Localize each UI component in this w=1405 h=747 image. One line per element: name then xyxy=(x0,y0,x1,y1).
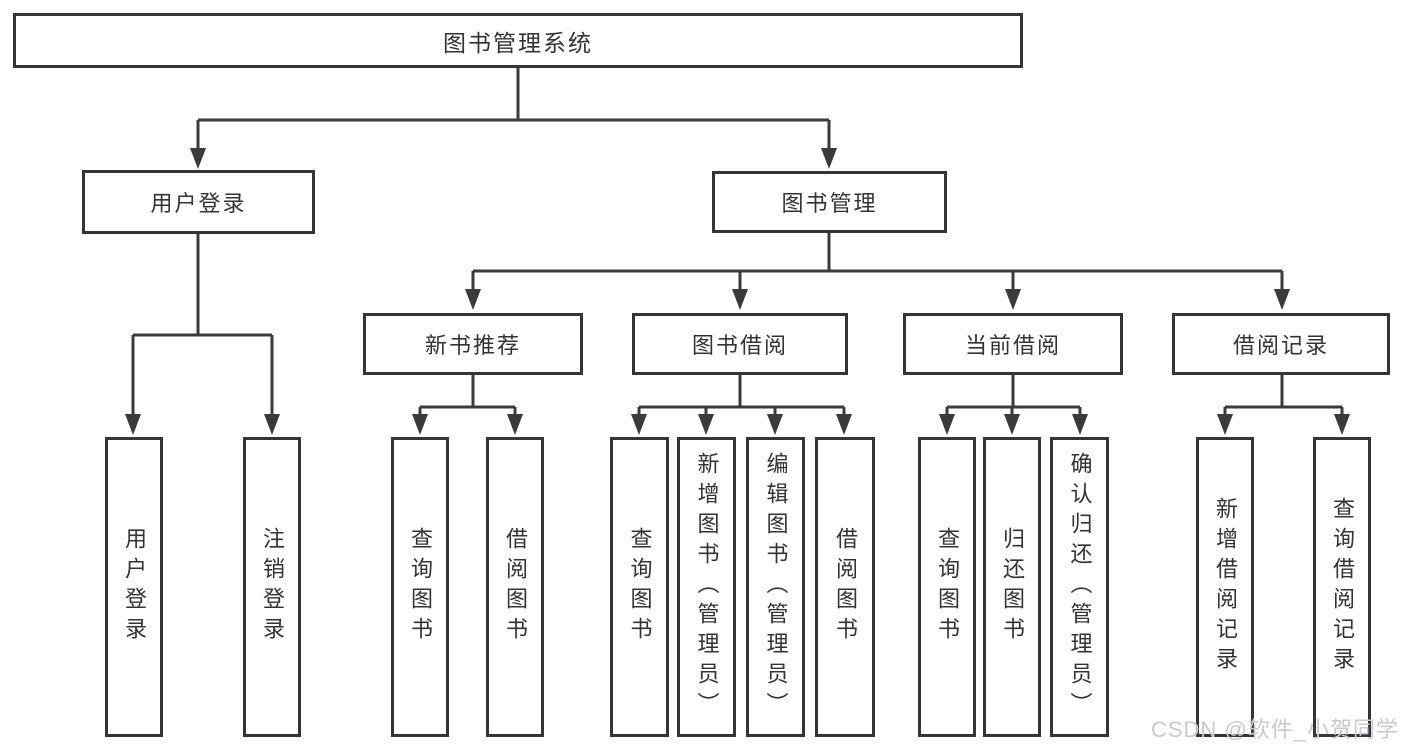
node-label: 确认归还（管理员） xyxy=(1067,452,1093,722)
node-leaf-add-books-admin: 新增图书（管理员） xyxy=(677,437,736,737)
node-leaf-query-books-borrow: 查询图书 xyxy=(610,437,669,737)
node-label: 注销登录 xyxy=(260,527,285,647)
node-label: 新增图书（管理员） xyxy=(694,452,720,722)
node-label: 新书推荐 xyxy=(424,333,521,358)
node-current-borrow: 当前借阅 xyxy=(903,313,1123,375)
node-leaf-query-borrow-record: 查询借阅记录 xyxy=(1313,437,1371,737)
node-label: 借阅图书 xyxy=(503,527,528,647)
node-label: 归还图书 xyxy=(1000,527,1025,647)
csdn-watermark: CSDN @软件_小贺同学 xyxy=(1150,717,1399,742)
node-leaf-user-login: 用户登录 xyxy=(105,437,163,737)
node-label: 查询借阅记录 xyxy=(1330,497,1355,677)
node-leaf-add-borrow-record: 新增借阅记录 xyxy=(1196,437,1254,737)
node-label: 图书借阅 xyxy=(691,333,788,358)
node-label: 图书管理系统 xyxy=(443,29,593,56)
node-leaf-query-books-recommend: 查询图书 xyxy=(391,437,449,737)
node-label: 用户登录 xyxy=(150,191,247,216)
node-label: 新增借阅记录 xyxy=(1213,497,1238,677)
node-label: 查询图书 xyxy=(627,527,653,647)
node-label: 查询图书 xyxy=(408,527,433,647)
node-label: 查询图书 xyxy=(935,527,960,647)
node-book-management: 图书管理 xyxy=(712,171,947,233)
node-library-management-system: 图书管理系统 xyxy=(13,13,1023,68)
node-label: 图书管理 xyxy=(781,191,878,216)
node-leaf-confirm-return-admin: 确认归还（管理员） xyxy=(1050,437,1109,737)
node-leaf-return-books: 归还图书 xyxy=(983,437,1041,737)
node-user-login: 用户登录 xyxy=(82,170,315,234)
node-label: 借阅图书 xyxy=(833,527,858,647)
node-new-book-recommend: 新书推荐 xyxy=(363,313,583,375)
node-borrow-record: 借阅记录 xyxy=(1172,313,1390,375)
node-leaf-edit-books-admin: 编辑图书（管理员） xyxy=(746,437,805,737)
node-label: 当前借阅 xyxy=(964,333,1061,358)
node-label: 用户登录 xyxy=(122,527,147,647)
node-leaf-query-books-current: 查询图书 xyxy=(918,437,976,737)
node-book-borrow: 图书借阅 xyxy=(632,313,848,375)
node-leaf-borrow-books: 借阅图书 xyxy=(815,437,875,737)
node-leaf-logout: 注销登录 xyxy=(243,437,301,737)
node-label: 编辑图书（管理员） xyxy=(763,452,789,722)
node-label: 借阅记录 xyxy=(1232,333,1329,358)
node-leaf-borrow-books-recommend: 借阅图书 xyxy=(486,437,544,737)
